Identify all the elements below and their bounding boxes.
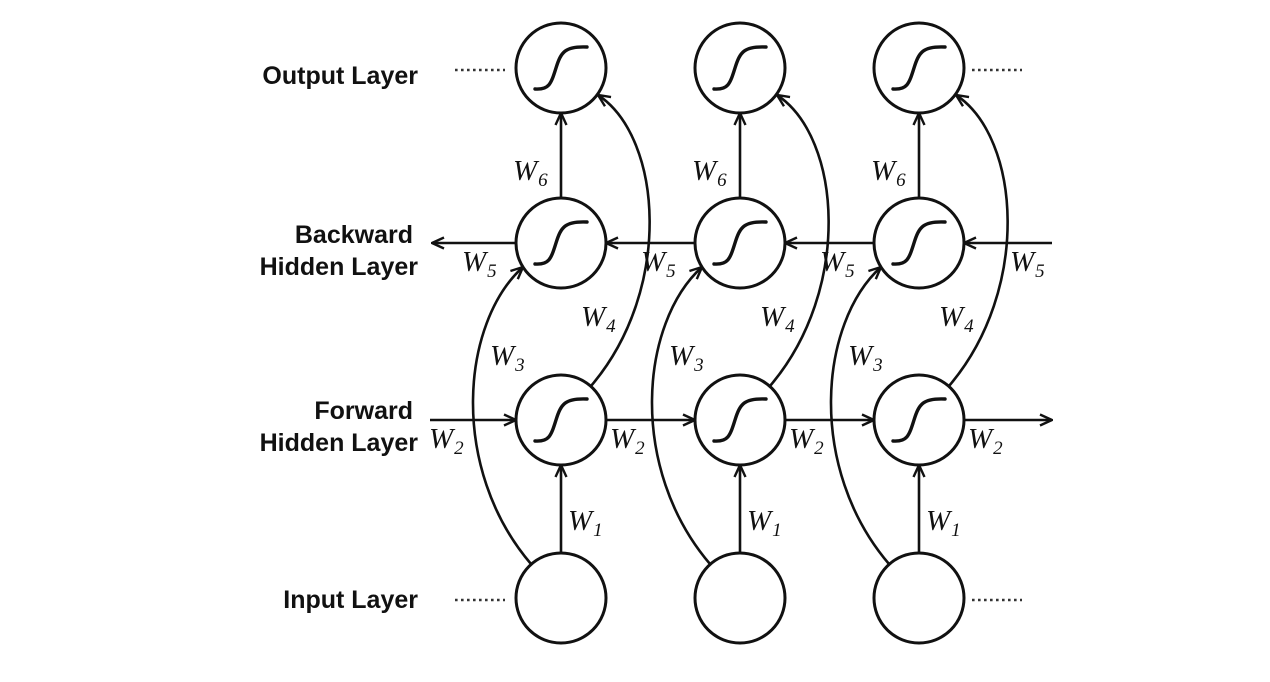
w1-label-1: W1 (568, 505, 603, 541)
w1-label-2: W1 (747, 505, 782, 541)
w1-label-1-main: W (568, 505, 595, 537)
w3-edge-1 (471, 267, 532, 565)
w5-label-incoming-main: W (1010, 246, 1037, 278)
w6-label-1-subscript: 6 (538, 170, 548, 191)
input-layer-label: Input Layer (283, 586, 418, 614)
w2-label-2-main: W (789, 423, 816, 455)
w4-label-1-subscript: 4 (606, 316, 616, 337)
w2-label-1: W2 (610, 423, 645, 459)
w5-label-3-main: W (820, 246, 847, 278)
input-node-1 (514, 551, 608, 645)
w1-label-3-subscript: 1 (951, 520, 961, 541)
w5-label-2: W5 (641, 246, 676, 282)
edges (430, 95, 1052, 565)
w5-label-incoming: W5 (1010, 246, 1045, 282)
w2-label-1-subscript: 2 (635, 438, 645, 459)
input-node-3 (872, 551, 966, 645)
output-node-1-sigmoid-icon (533, 45, 589, 91)
w5-label-1-main: W (462, 246, 489, 278)
output-node-3-sigmoid-icon (891, 45, 947, 91)
w4-edge-1 (590, 95, 651, 387)
w2-label-3: W2 (968, 423, 1003, 459)
w1-label-3: W1 (926, 505, 961, 541)
w2-label-3-subscript: 2 (993, 438, 1003, 459)
w3-label-2-subscript: 3 (693, 355, 704, 376)
w6-label-2-subscript: 6 (717, 170, 727, 191)
w5-label-incoming-subscript: 5 (1035, 261, 1045, 282)
w3-edge-3 (829, 267, 890, 565)
w4-edge-3 (948, 95, 1009, 387)
w3-label-1-subscript: 3 (514, 355, 525, 376)
backward-node-2-sigmoid-icon (712, 220, 768, 266)
w6-label-3-subscript: 6 (896, 170, 906, 191)
w4-label-1: W4 (581, 301, 616, 337)
w6-label-1-main: W (513, 155, 540, 187)
w4-label-2: W4 (760, 301, 795, 337)
output-node-3 (872, 21, 966, 115)
w3-label-2-main: W (669, 340, 696, 372)
backward-node-3 (872, 196, 966, 290)
w4-label-1-main: W (581, 301, 608, 333)
w4-edge-2 (769, 95, 830, 387)
backward-node-1 (514, 196, 608, 290)
forward-node-2 (693, 373, 787, 467)
w1-label-2-main: W (747, 505, 774, 537)
w2-label-incoming-subscript: 2 (454, 438, 464, 459)
w2-label-3-main: W (968, 423, 995, 455)
w3-edge-2 (650, 267, 711, 565)
w3-label-3: W3 (848, 340, 883, 376)
forward-layer-label-line1: Forward (314, 397, 413, 425)
w3-label-3-subscript: 3 (872, 355, 883, 376)
w6-label-2-main: W (692, 155, 719, 187)
backward-layer-label-line2: Hidden Layer (260, 253, 419, 281)
w4-label-2-subscript: 4 (785, 316, 795, 337)
output-node-2 (693, 21, 787, 115)
w3-label-1-main: W (490, 340, 517, 372)
w5-label-3-subscript: 5 (845, 261, 855, 282)
w1-label-3-main: W (926, 505, 953, 537)
output-layer-label: Output Layer (262, 62, 418, 90)
w5-label-2-subscript: 5 (666, 261, 676, 282)
w3-label-1: W3 (490, 340, 525, 376)
w1-label-2-subscript: 1 (772, 520, 782, 541)
w4-label-3: W4 (939, 301, 974, 337)
w4-label-3-subscript: 4 (964, 316, 974, 337)
w5-label-2-main: W (641, 246, 668, 278)
w6-label-3: W6 (871, 155, 906, 191)
w6-label-3-main: W (871, 155, 898, 187)
w4-label-3-main: W (939, 301, 966, 333)
forward-layer-label-line2: Hidden Layer (260, 429, 419, 457)
backward-node-1-sigmoid-icon (533, 220, 589, 266)
w1-label-1-subscript: 1 (593, 520, 603, 541)
w2-label-incoming: W2 (429, 423, 464, 459)
w3-label-2: W3 (669, 340, 704, 376)
w5-label-1-subscript: 5 (487, 261, 497, 282)
w4-label-2-main: W (760, 301, 787, 333)
nodes (514, 21, 966, 645)
w5-label-1: W5 (462, 246, 497, 282)
w2-label-2-subscript: 2 (814, 438, 824, 459)
w2-label-1-main: W (610, 423, 637, 455)
w2-label-2: W2 (789, 423, 824, 459)
output-node-1 (514, 21, 608, 115)
w3-label-3-main: W (848, 340, 875, 372)
backward-node-3-sigmoid-icon (891, 220, 947, 266)
w5-label-3: W5 (820, 246, 855, 282)
input-node-2 (693, 551, 787, 645)
backward-layer-label-line1: Backward (295, 221, 413, 249)
output-node-2-sigmoid-icon (712, 45, 768, 91)
forward-node-3 (872, 373, 966, 467)
forward-node-2-sigmoid-icon (712, 397, 768, 443)
forward-node-1 (514, 373, 608, 467)
forward-node-3-sigmoid-icon (891, 397, 947, 443)
w6-label-1: W6 (513, 155, 548, 191)
forward-node-1-sigmoid-icon (533, 397, 589, 443)
backward-node-2 (693, 196, 787, 290)
w2-label-incoming-main: W (429, 423, 456, 455)
w6-label-2: W6 (692, 155, 727, 191)
